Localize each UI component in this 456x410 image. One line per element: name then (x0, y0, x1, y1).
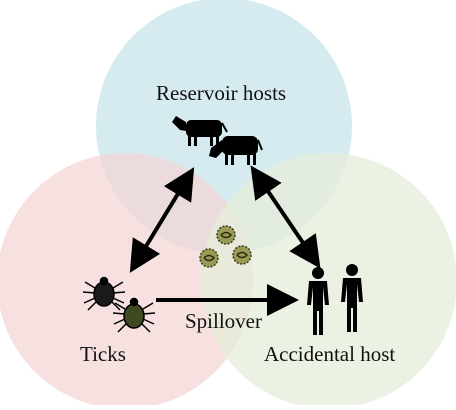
reservoir-hosts-label: Reservoir hosts (156, 81, 287, 105)
pathogen-icon (199, 248, 219, 268)
pathogen-icon (232, 245, 252, 265)
person-icon (307, 267, 329, 335)
tick-icon (82, 276, 126, 311)
cow-icon (209, 136, 263, 165)
pathogen-icon (216, 225, 236, 245)
person-icon (341, 264, 363, 332)
accidental-host-label: Accidental host (264, 342, 396, 366)
spillover-label: Spillover (185, 309, 262, 333)
arrow-reservoir-accidental (250, 165, 321, 269)
tick-icon (112, 297, 156, 333)
cow-icon (172, 116, 228, 146)
ticks-label: Ticks (80, 342, 126, 366)
accidental-circle (201, 153, 456, 409)
arrow-ticks-reservoir (129, 167, 195, 273)
